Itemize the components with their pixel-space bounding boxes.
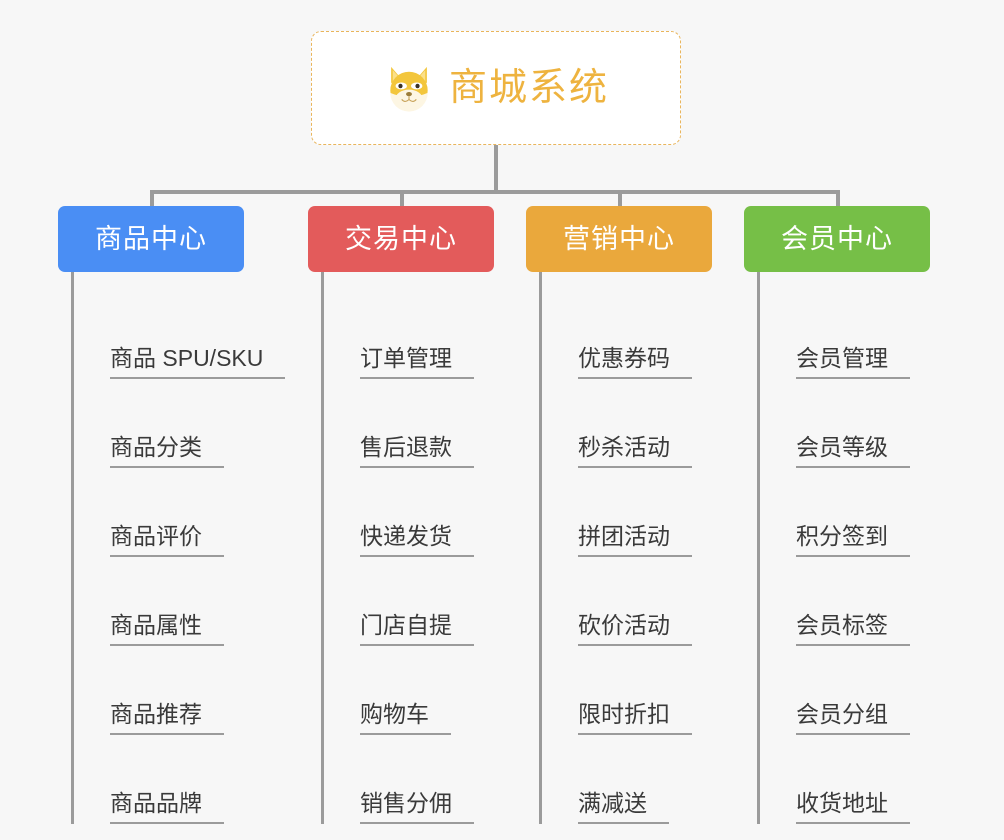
leaf-item[interactable]: 满减送 — [542, 735, 756, 824]
leaf-item[interactable]: 商品推荐 — [74, 646, 306, 735]
root-node-label: 商城系统 — [448, 67, 609, 109]
category-label: 会员中心 — [781, 223, 893, 254]
leaf-item[interactable]: 优惠券码 — [542, 290, 756, 379]
leaf-item[interactable]: 商品评价 — [74, 468, 306, 557]
leaf-item[interactable]: 积分签到 — [760, 468, 974, 557]
leaf-item[interactable]: 订单管理 — [324, 290, 556, 379]
leaf-label: 积分签到 — [796, 522, 888, 549]
leaf-label: 会员标签 — [796, 611, 888, 638]
leaf-item[interactable]: 拼团活动 — [542, 468, 756, 557]
category-node-1[interactable]: 商品中心 — [58, 206, 244, 272]
branch-column-3: 营销中心 优惠券码 秒杀活动 拼团活动 砍价活动 限时折扣 满减送 — [526, 206, 756, 824]
leaf-item[interactable]: 销售分佣 — [324, 735, 556, 824]
connector-horizontal-bus — [150, 190, 840, 194]
leaf-item[interactable]: 会员管理 — [760, 290, 974, 379]
leaf-item[interactable]: 购物车 — [324, 646, 556, 735]
leaf-item[interactable]: 秒杀活动 — [542, 379, 756, 468]
leaf-label: 商品评价 — [110, 522, 202, 549]
connector-drop-4 — [836, 190, 840, 212]
leaf-label: 秒杀活动 — [578, 433, 670, 460]
branch-column-4: 会员中心 会员管理 会员等级 积分签到 会员标签 会员分组 收货地址 — [744, 206, 974, 824]
connector-drop-1 — [150, 190, 154, 212]
branch-spine-4: 会员管理 会员等级 积分签到 会员标签 会员分组 收货地址 — [757, 272, 974, 824]
leaf-label: 优惠券码 — [578, 344, 670, 371]
leaf-label: 收货地址 — [796, 789, 888, 816]
leaf-item[interactable]: 限时折扣 — [542, 646, 756, 735]
connector-root-stem — [494, 145, 498, 192]
branch-spine-1: 商品 SPU/SKU 商品分类 商品评价 商品属性 商品推荐 商品品牌 — [71, 272, 306, 824]
leaf-item[interactable]: 商品分类 — [74, 379, 306, 468]
leaf-item[interactable]: 商品属性 — [74, 557, 306, 646]
branch-column-1: 商品中心 商品 SPU/SKU 商品分类 商品评价 商品属性 商品推荐 商品品牌 — [58, 206, 306, 824]
category-label: 交易中心 — [345, 223, 457, 254]
leaf-label: 拼团活动 — [578, 522, 670, 549]
leaf-item[interactable]: 会员分组 — [760, 646, 974, 735]
leaf-label: 会员分组 — [796, 700, 888, 727]
leaf-label: 商品属性 — [110, 611, 202, 638]
category-node-3[interactable]: 营销中心 — [526, 206, 712, 272]
leaf-item[interactable]: 售后退款 — [324, 379, 556, 468]
branch-column-2: 交易中心 订单管理 售后退款 快递发货 门店自提 购物车 销售分佣 — [308, 206, 556, 824]
leaf-label: 购物车 — [360, 700, 429, 727]
leaf-label: 商品推荐 — [110, 700, 202, 727]
category-node-4[interactable]: 会员中心 — [744, 206, 930, 272]
connector-drop-2 — [400, 190, 404, 212]
leaf-label: 限时折扣 — [578, 700, 670, 727]
leaf-item[interactable]: 收货地址 — [760, 735, 974, 824]
leaf-label: 会员管理 — [796, 344, 888, 371]
leaf-label: 会员等级 — [796, 433, 888, 460]
leaf-label: 销售分佣 — [360, 789, 452, 816]
leaf-label: 商品 SPU/SKU — [110, 344, 264, 371]
branch-spine-2: 订单管理 售后退款 快递发货 门店自提 购物车 销售分佣 — [321, 272, 556, 824]
leaf-item[interactable]: 商品品牌 — [74, 735, 306, 824]
category-node-2[interactable]: 交易中心 — [308, 206, 494, 272]
leaf-label: 商品品牌 — [110, 789, 202, 816]
leaf-label: 快递发货 — [360, 522, 452, 549]
leaf-item[interactable]: 砍价活动 — [542, 557, 756, 646]
root-node-mall-system[interactable]: 商城系统 — [311, 31, 681, 145]
leaf-label: 订单管理 — [360, 344, 452, 371]
category-label: 营销中心 — [563, 223, 675, 254]
category-label: 商品中心 — [95, 223, 207, 254]
branch-spine-3: 优惠券码 秒杀活动 拼团活动 砍价活动 限时折扣 满减送 — [539, 272, 756, 824]
leaf-label: 砍价活动 — [578, 611, 670, 638]
leaf-item[interactable]: 会员等级 — [760, 379, 974, 468]
connector-drop-3 — [618, 190, 622, 212]
shiba-dog-face-icon — [390, 66, 428, 112]
leaf-item[interactable]: 快递发货 — [324, 468, 556, 557]
leaf-label: 商品分类 — [110, 433, 202, 460]
leaf-item[interactable]: 会员标签 — [760, 557, 974, 646]
leaf-label: 售后退款 — [360, 433, 452, 460]
leaf-item[interactable]: 门店自提 — [324, 557, 556, 646]
leaf-label: 满减送 — [578, 789, 647, 816]
leaf-label: 门店自提 — [360, 611, 452, 638]
leaf-item[interactable]: 商品 SPU/SKU — [74, 290, 306, 379]
